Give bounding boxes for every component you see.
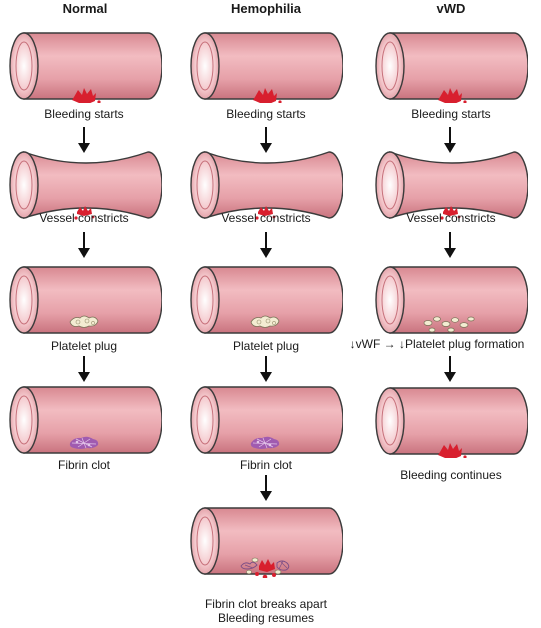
vessel-scattered-platelets-illustration — [375, 266, 528, 334]
hemophilia-final-line-2: Bleeding resumes — [217, 611, 315, 625]
down-arrow-icon — [443, 356, 457, 382]
vessel-bleeding-illustration — [190, 32, 343, 103]
vwd-step-2-label: Vessel constricts — [406, 211, 496, 225]
down-arrow-icon — [77, 232, 91, 258]
vessel-fibrin-clot-illustration — [9, 386, 162, 454]
vessel-broken-clot-illustration — [190, 507, 343, 578]
normal-step-3-label: Platelet plug — [50, 339, 118, 353]
hemophilia-step-4-label: Fibrin clot — [239, 458, 292, 472]
normal-step-1-label: Bleeding starts — [44, 107, 124, 121]
normal-step-4-label: Fibrin clot — [57, 458, 110, 472]
hemophilia-step-2-label: Vessel constricts — [221, 211, 311, 225]
hemophilia-final-line-1: Fibrin clot breaks apart — [204, 597, 328, 611]
column-title-hemophilia: Hemophilia — [230, 1, 302, 16]
vwd-step-3-label: ↓vWF → ↓Platelet plug formation — [349, 337, 525, 351]
hemophilia-step-3-label: Platelet plug — [232, 339, 300, 353]
vessel-platelet-plug-illustration — [9, 266, 162, 334]
hemophilia-step-1-label: Bleeding starts — [226, 107, 306, 121]
vessel-platelet-plug-illustration — [190, 266, 343, 334]
down-arrow-icon — [259, 356, 273, 382]
vessel-bleeding-continues-illustration — [375, 387, 528, 458]
normal-step-2-label: Vessel constricts — [39, 211, 129, 225]
column-title-normal: Normal — [62, 1, 108, 16]
vwd-step-1-label: Bleeding starts — [411, 107, 491, 121]
down-arrow-icon — [259, 475, 273, 501]
vessel-fibrin-clot-illustration — [190, 386, 343, 454]
vessel-bleeding-illustration — [375, 32, 528, 103]
down-arrow-icon — [259, 232, 273, 258]
column-title-vwd: vWD — [436, 1, 466, 16]
down-arrow-icon — [77, 356, 91, 382]
down-arrow-icon — [443, 232, 457, 258]
vwd-step-4-label: Bleeding continues — [400, 468, 502, 482]
vessel-bleeding-illustration — [9, 32, 162, 103]
